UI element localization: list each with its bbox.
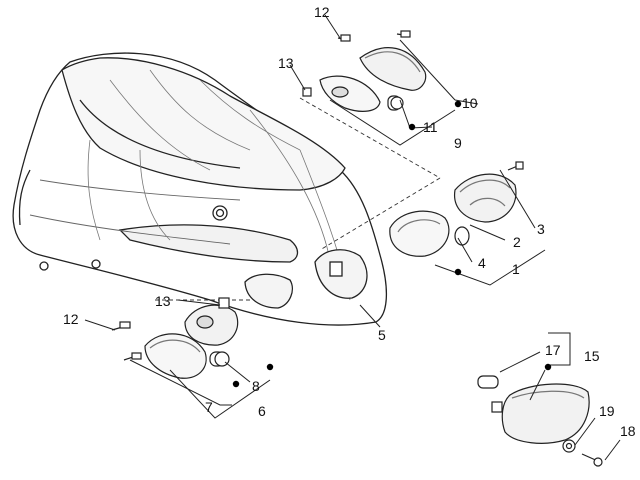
label-12-top: 12	[314, 4, 330, 20]
assembly-lines	[155, 97, 441, 301]
front-shield-body	[12, 52, 388, 326]
label-11: 11	[423, 119, 438, 135]
label-17: 17	[545, 342, 561, 358]
label-10: 10	[462, 95, 478, 111]
label-6: 6	[258, 403, 266, 419]
part-numbers: 12 13 10 11 9 3 2 4 1 5 13 12 8 7 6 17 1…	[63, 4, 636, 439]
label-3: 3	[537, 221, 545, 237]
plate-light-assembly	[477, 375, 603, 467]
right-indicator-assembly	[389, 161, 524, 257]
label-15: 15	[584, 348, 600, 364]
label-9: 9	[454, 135, 462, 151]
label-4: 4	[478, 255, 486, 271]
label-13-top: 13	[278, 55, 294, 71]
label-7: 7	[205, 399, 213, 415]
label-13-left: 13	[155, 293, 171, 309]
label-12-left: 12	[63, 311, 79, 327]
left-indicator-assembly	[111, 297, 239, 379]
label-19: 19	[599, 403, 615, 419]
top-rear-light-assembly	[302, 30, 427, 112]
label-2: 2	[513, 234, 521, 250]
label-1: 1	[512, 261, 520, 277]
label-5: 5	[378, 327, 386, 343]
dot-markers	[232, 100, 552, 388]
label-8: 8	[252, 378, 260, 394]
leader-lines	[84, 14, 621, 461]
label-18: 18	[620, 423, 636, 439]
